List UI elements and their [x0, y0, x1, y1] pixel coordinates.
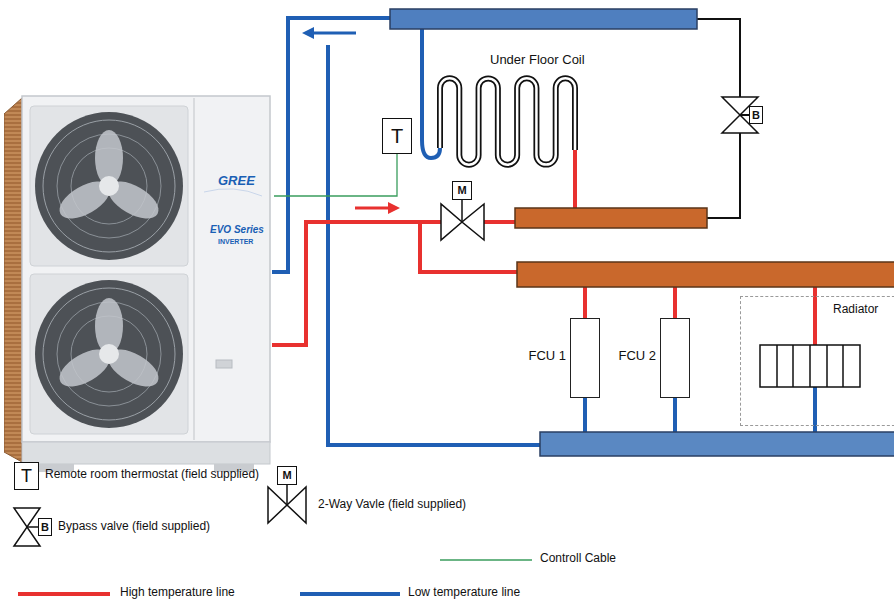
- two-way-valve-symbol-part: [462, 204, 484, 240]
- heat-pump-illustration-part-part: [99, 344, 119, 364]
- legend-text: Remote room thermostat (field supplied): [45, 468, 259, 482]
- legend-thermostat-box: T: [14, 462, 39, 490]
- fan-coil-unit: FCU 2: [660, 318, 690, 398]
- supply-manifold: [517, 262, 894, 287]
- low-temperature-pipes-part: [583, 398, 587, 432]
- symbol-letter: M: [457, 184, 466, 197]
- two-way-valve-symbol-part: [461, 200, 463, 222]
- legend-samples-part: [268, 487, 287, 523]
- high-temperature-pipes-part: [673, 287, 677, 318]
- flow-arrow: [302, 27, 356, 39]
- high-temperature-pipes-part: [573, 150, 577, 208]
- heat-pump-illustration-part: [35, 112, 183, 260]
- heat-pump-illustration-part-part: [43, 120, 175, 252]
- legend-valve-box: M: [277, 466, 297, 485]
- bypass-line-part: [697, 19, 740, 97]
- thermostat-box: T: [382, 118, 412, 154]
- heat-pump-illustration-part-part: [43, 288, 175, 420]
- heat-pump-unit: GREE EVO SeriesINVERTER: [4, 92, 274, 474]
- radiator-symbol-part: [760, 345, 860, 387]
- heat-pump-illustration-part: [193, 98, 195, 440]
- legend-valve-box: B: [38, 518, 52, 536]
- heat-pump-illustration-part: [216, 360, 232, 368]
- legend-samples: [14, 485, 532, 594]
- under-floor-coil: [440, 78, 575, 164]
- low-temperature-pipes: [272, 18, 815, 445]
- heat-pump-illustration-part-part: [35, 280, 183, 428]
- flow-arrow: [355, 202, 400, 214]
- heat-pump-illustration-part: [30, 274, 188, 434]
- two-way-valve-symbol: [441, 200, 484, 240]
- heat-pump-illustration-part-part: [99, 176, 119, 196]
- heat-pump-illustration-part: [22, 442, 270, 464]
- legend-samples-part: [440, 559, 532, 561]
- symbol-letter: B: [752, 109, 760, 122]
- legend-text: Low temperature line: [408, 586, 520, 600]
- symbol-letter: M: [282, 469, 291, 482]
- high-temperature-pipes-part: [583, 287, 587, 318]
- legend-samples-part: [14, 527, 40, 546]
- legend-samples-part: [286, 485, 288, 505]
- valve-actuator-box: B: [749, 106, 763, 124]
- legend-text: High temperature line: [120, 586, 235, 600]
- symbol-letter: T: [391, 125, 403, 148]
- valve-actuator-box: M: [452, 181, 472, 200]
- heat-pump-illustration-part-part: [35, 112, 183, 260]
- high-temperature-pipes: [272, 150, 815, 345]
- flow-arrow-part: [388, 202, 400, 214]
- control-cable: [274, 154, 397, 196]
- heat-pump-illustration-part: [4, 98, 22, 462]
- flow-arrow-part: [302, 27, 314, 39]
- unit-label: FCU 2: [618, 349, 656, 364]
- heat-pump-illustration-part: [30, 106, 188, 266]
- legend-text: Controll Cable: [540, 552, 616, 566]
- heat-pump-illustration: [4, 92, 274, 474]
- two-way-valve-symbol-part: [441, 204, 462, 240]
- high-temperature-pipes-part: [483, 220, 516, 224]
- symbol-letter: B: [41, 521, 49, 534]
- flow-arrow-part: [312, 32, 356, 35]
- legend-samples-part: [287, 487, 306, 523]
- legend-samples-part: [27, 526, 38, 528]
- low-temperature-pipes-part: [272, 18, 391, 272]
- heat-pump-illustration-part: [22, 96, 270, 442]
- flow-arrow-part: [355, 207, 390, 210]
- control-cable-line: [274, 154, 397, 196]
- heat-pump-illustration-part: [35, 280, 183, 428]
- legend-samples-part: [300, 592, 400, 596]
- return-manifold: [390, 9, 697, 29]
- radiator-symbol-part: [777, 345, 843, 387]
- supply-manifold: [515, 208, 707, 228]
- low-temperature-pipes-part: [328, 45, 541, 445]
- radiator-zone: Radiator: [740, 296, 894, 426]
- under-floor-coil: [440, 78, 575, 164]
- series-subtitle: INVERTER: [218, 238, 253, 246]
- high-temperature-pipes-part: [420, 222, 518, 272]
- legend-text: Bypass valve (field supplied): [58, 520, 210, 534]
- legend-samples-part: [18, 592, 110, 596]
- brand-logo: GREE: [218, 174, 255, 189]
- return-manifold: [540, 432, 894, 456]
- heat-pump-illustration-part: [204, 189, 262, 196]
- radiator-symbol: [760, 345, 860, 387]
- part-label: Under Floor Coil: [490, 53, 585, 68]
- fan-coil-unit: FCU 1: [570, 318, 600, 398]
- high-temperature-pipes-part: [272, 222, 442, 345]
- legend-samples-part: [14, 508, 40, 527]
- series-logo: EVO Series: [210, 224, 264, 236]
- bypass-line-part: [707, 133, 740, 218]
- zone-label: Radiator: [833, 303, 878, 317]
- unit-label: FCU 1: [528, 349, 566, 364]
- symbol-letter: T: [21, 466, 32, 487]
- legend-text: 2-Way Vavle (field supplied): [318, 498, 466, 512]
- low-temperature-pipes-part: [673, 398, 677, 432]
